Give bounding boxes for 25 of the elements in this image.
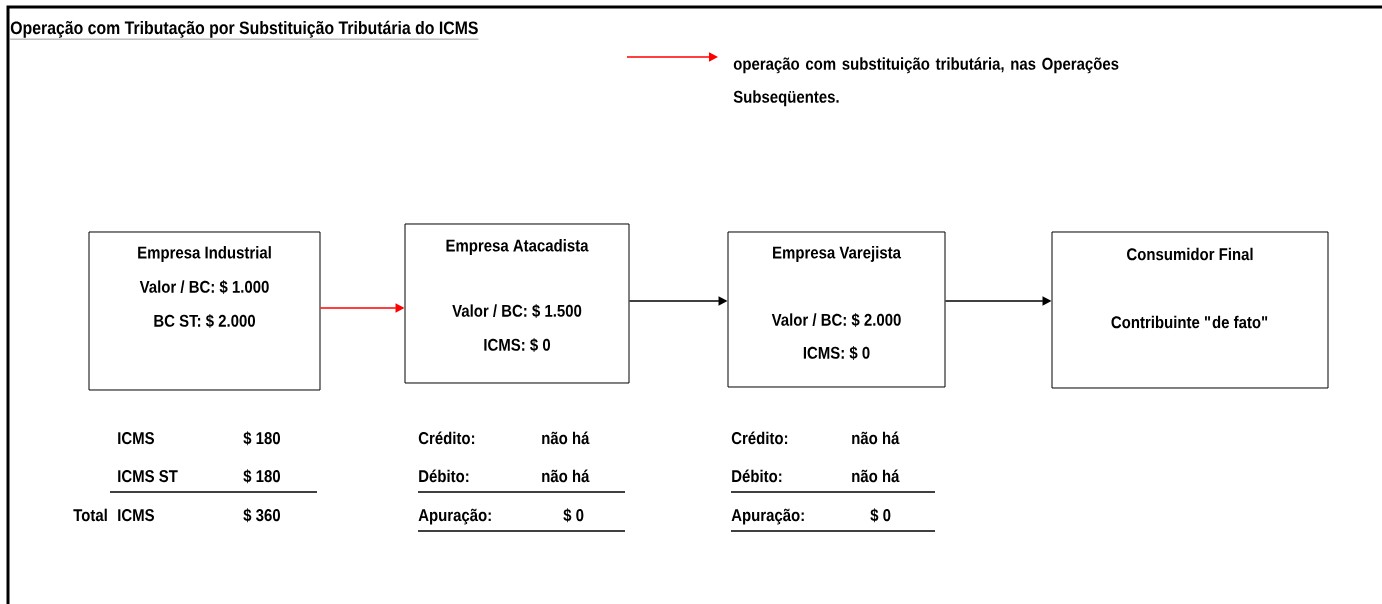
process-box: Empresa Varejista Valor / BC: $ 2.000 ICMS: $ 0	[727, 231, 946, 388]
table-cell: não há	[852, 431, 900, 445]
table-cell: ICMS	[118, 432, 155, 445]
legend-text: operação com substituição tributária, nas Operações Subseqüentes.	[733, 57, 1119, 107]
table-cell: ICMS	[118, 509, 155, 522]
process-box: Empresa Atacadista Valor / BC: $ 1.500 ICMS: $ 0	[404, 223, 630, 384]
process-box: Consumidor Final Contribuinte "de fato"	[1051, 231, 1329, 389]
table-cell: Crédito:	[731, 431, 788, 445]
table-cell: não há	[852, 469, 900, 483]
table-cell: $ 0	[563, 508, 584, 523]
table-cell: $ 180	[243, 469, 280, 484]
process-box: Empresa Industrial Valor / BC: $ 1.000 BC ST: $ 2.000	[88, 231, 321, 391]
table-cell: não há	[542, 469, 590, 483]
table-cell: $ 360	[243, 508, 280, 523]
table-cell: Crédito:	[418, 431, 475, 445]
table-cell: Total	[73, 508, 107, 522]
table-cell: Débito:	[732, 469, 782, 483]
table-cell: ICMS ST	[118, 470, 178, 483]
table-cell: não há	[542, 431, 590, 445]
table-cell: Apuração:	[731, 508, 804, 525]
table-cell: Débito:	[419, 469, 469, 483]
table-cell: $ 180	[243, 431, 280, 446]
table-cell: $ 0	[870, 508, 891, 523]
title: Operação com Tributação por Substituição Tributária do ICMS	[10, 20, 479, 40]
table-cell: Apuração:	[418, 508, 491, 525]
